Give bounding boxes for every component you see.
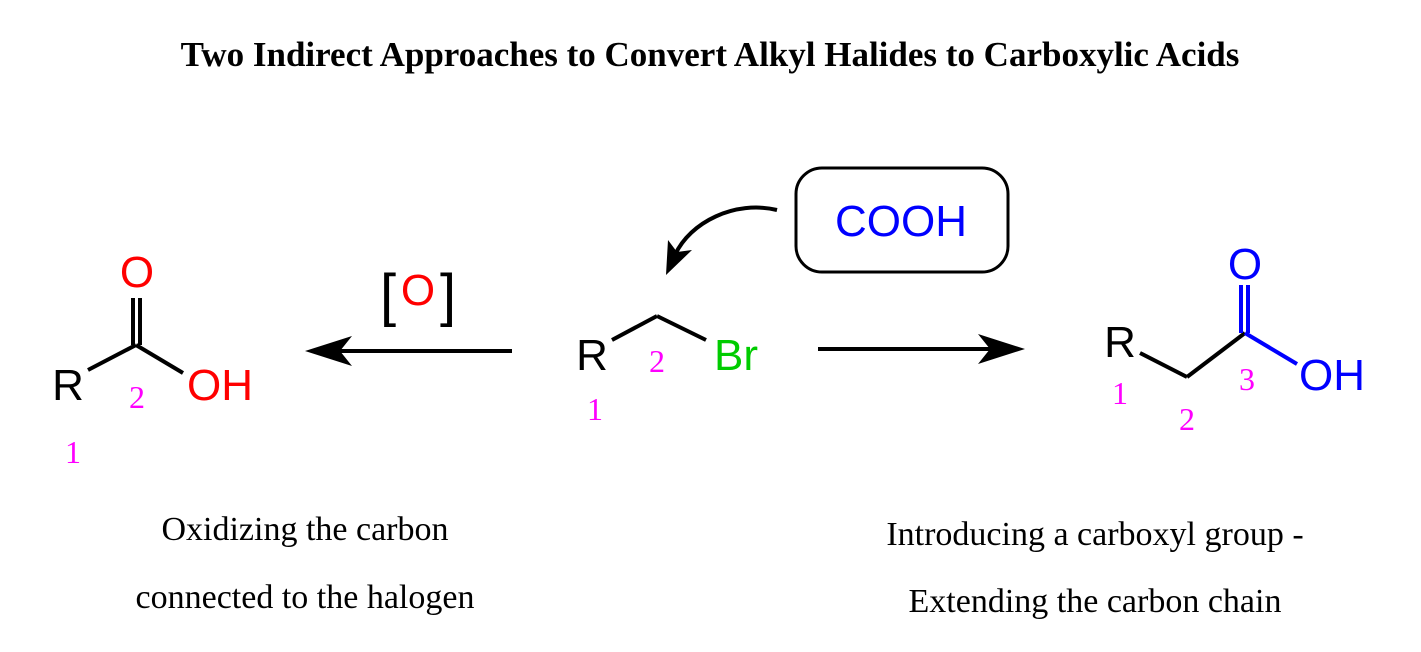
left-caption-line-2: connected to the halogen [136,579,475,616]
arrowhead-right [978,334,1025,364]
carbon-number-3: 3 [1239,361,1255,397]
oxidant-o: O [401,266,435,315]
right-caption-line-1: Introducing a carboxyl group - [886,516,1303,553]
right-caption-line-2: Extending the carbon chain [909,583,1282,620]
chain-extension-arrow [818,334,1025,364]
r-group: R [576,331,608,380]
cooh-reagent: COOH [666,166,1010,275]
arrowhead-left [305,336,352,366]
left-caption-line-1: Oxidizing the carbon [161,511,448,548]
carbonyl-oxygen: O [120,248,154,297]
bond-c-oh [134,343,185,375]
diagram-title: Two Indirect Approaches to Convert Alkyl… [181,35,1240,74]
carbon-number-1: 1 [587,391,603,427]
bracket-open: [ [380,263,396,328]
carbon-number-2: 2 [1179,401,1195,437]
hydroxyl: OH [1299,351,1365,400]
carbon-number-2: 2 [649,343,665,379]
cooh-label: COOH [835,197,967,246]
bracket-close: ] [440,263,456,328]
hydroxyl: OH [187,361,253,410]
carbon-number-1: 1 [65,434,81,470]
carbon-number-1: 1 [1112,375,1128,411]
carbonyl-oxygen: O [1228,240,1262,289]
oxidation-arrow: [ O ] [305,263,512,366]
curved-arrowhead [666,240,692,275]
cooh-box [794,166,1010,274]
left-product-carboxylic-acid: R O OH 2 1 [52,248,253,470]
bond-r-c [87,343,137,372]
r-group: R [52,361,84,410]
carbon-number-2: 2 [129,379,145,415]
curved-arrow [673,205,778,256]
bromine: Br [714,331,758,380]
right-product-carboxylic-acid: R O OH 1 2 3 [1104,240,1365,437]
r-group: R [1104,318,1136,367]
starting-alkyl-bromide: R Br 2 1 [576,314,758,427]
